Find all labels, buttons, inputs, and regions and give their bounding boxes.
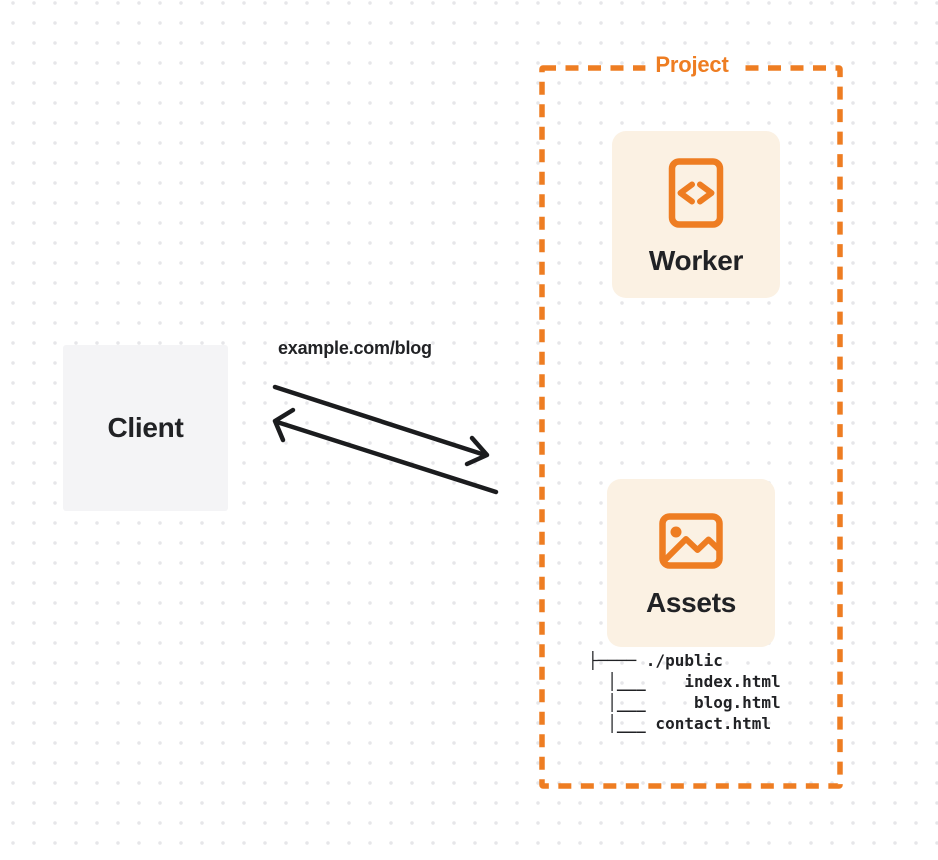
project-label: Project: [645, 51, 739, 79]
request-arrow: [272, 384, 490, 467]
assets-file-tree: ├──── ./public │___ index.html │___ blog…: [588, 651, 781, 733]
assets-label: Assets: [645, 587, 737, 618]
image-icon: [659, 513, 723, 569]
response-arrow: [272, 407, 499, 495]
worker-label: Worker: [648, 245, 744, 276]
client-label: Client: [107, 412, 184, 443]
code-document-icon: [668, 158, 724, 228]
worker-card: Worker: [612, 131, 780, 298]
request-url-label: example.com/blog: [278, 338, 432, 358]
assets-card: Assets: [607, 479, 775, 647]
client-box: Client: [63, 345, 228, 511]
